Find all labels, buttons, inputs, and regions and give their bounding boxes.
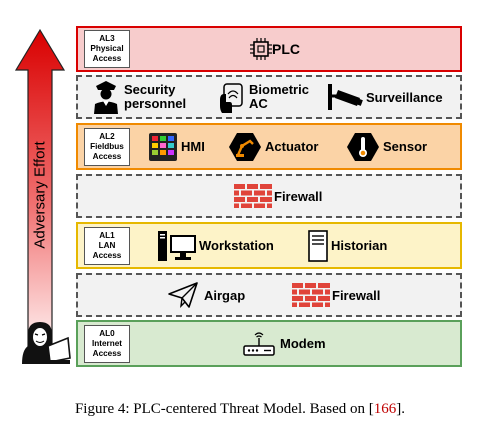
security-personnel-item: Security personnel — [92, 79, 186, 115]
historian-label: Historian — [331, 238, 388, 253]
biometric-label-line2: AC — [249, 96, 268, 111]
caption-citation[interactable]: 166 — [373, 401, 397, 417]
historian-server-icon — [308, 229, 328, 262]
security-guard-icon — [94, 81, 118, 114]
modem-label: Modem — [280, 336, 326, 351]
airgap-firewall-label: Firewall — [332, 287, 381, 303]
adversary-effort-label: Adversary Effort — [31, 141, 49, 249]
layer-airgap-firewall: Airgap Firewall — [76, 273, 462, 317]
hmi-item: HMI — [148, 132, 205, 162]
security-label-line2: personnel — [124, 96, 187, 111]
hmi-panel-icon — [149, 132, 177, 161]
plc-item: PLC — [250, 38, 300, 60]
surveillance-label: Surveillance — [366, 89, 443, 105]
caption-text: Figure 4: PLC-centered Threat Model. Bas… — [74, 401, 374, 417]
plc-label: PLC — [272, 41, 300, 57]
actuator-label: Actuator — [265, 139, 319, 154]
workstation-label: Workstation — [199, 238, 274, 253]
sensor-item: Sensor — [346, 132, 427, 162]
caption-end: ]. — [396, 401, 406, 417]
surveillance-camera-icon — [328, 84, 363, 110]
firewall-label: Firewall — [274, 188, 323, 204]
workstation-icon — [158, 230, 196, 261]
biometric-ac-item: Biometric AC — [218, 80, 309, 114]
layer-physical-controls: Security personnel Biometric AC Surveill… — [76, 75, 462, 119]
surveillance-item: Surveillance — [328, 82, 443, 112]
paper-plane-icon — [168, 282, 198, 308]
sensor-label: Sensor — [383, 139, 428, 154]
workstation-item: Workstation — [158, 230, 274, 261]
modem-item: Modem — [242, 330, 326, 358]
actuator-item: Actuator — [228, 132, 318, 162]
hmi-label: HMI — [181, 139, 205, 154]
robot-arm-icon — [229, 132, 261, 161]
figure-caption: Figure 4: PLC-centered Threat Model. Bas… — [0, 401, 480, 418]
chip-icon — [250, 38, 272, 60]
layer-firewall: Firewall — [76, 174, 462, 218]
fingerprint-hand-icon — [220, 83, 243, 113]
firewall-icon — [292, 283, 330, 307]
firewall-icon — [234, 184, 272, 208]
biometric-label-line1: Biometric — [249, 82, 309, 97]
hacker-icon — [18, 320, 72, 366]
historian-item: Historian — [308, 229, 388, 262]
security-label-line1: Security — [124, 82, 176, 97]
modem-icon — [243, 331, 275, 356]
airgap-firewall-item: Firewall — [292, 283, 380, 307]
firewall-item: Firewall — [234, 184, 322, 208]
airgap-label: Airgap — [204, 287, 246, 303]
thermometer-icon — [347, 132, 379, 161]
airgap-item: Airgap — [168, 281, 245, 309]
